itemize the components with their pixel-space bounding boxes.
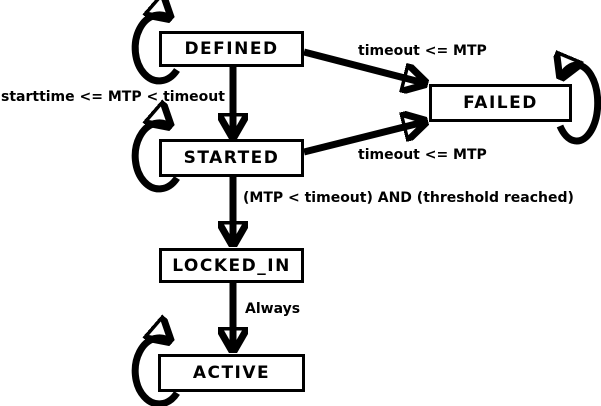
state-active-label: ACTIVE — [192, 363, 271, 383]
edge-label-threshold-condition: (MTP < timeout) AND (threshold reached) — [243, 190, 574, 206]
state-locked-in-label: LOCKED_IN — [172, 255, 291, 276]
edge-label-timeout-defined-failed: timeout <= MTP — [358, 43, 487, 59]
edge-label-always: Always — [245, 301, 301, 317]
state-failed: FAILED — [429, 84, 572, 122]
state-failed-label: FAILED — [463, 93, 538, 113]
state-started-label: STARTED — [183, 148, 280, 168]
edge-label-timeout-started-failed: timeout <= MTP — [358, 147, 487, 163]
state-defined-label: DEFINED — [184, 39, 279, 59]
edge-label-starttime-condition: starttime <= MTP < timeout — [1, 89, 225, 105]
state-locked-in: LOCKED_IN — [159, 248, 304, 283]
state-defined: DEFINED — [159, 31, 304, 67]
state-active: ACTIVE — [158, 354, 305, 392]
state-started: STARTED — [159, 139, 304, 177]
